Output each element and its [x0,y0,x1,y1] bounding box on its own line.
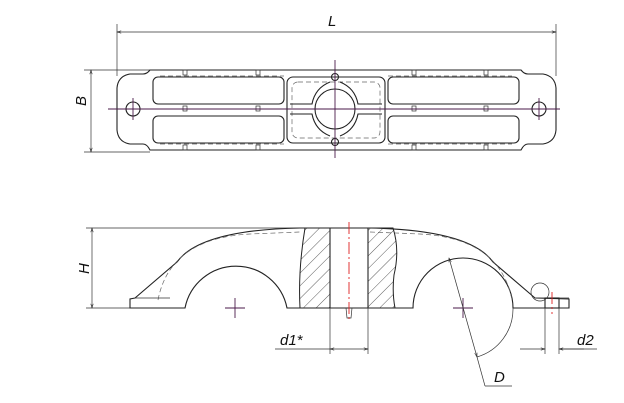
pad-left-upper [152,76,285,105]
pad-left-lower [152,115,285,144]
top-view: L B [73,13,560,158]
label-d2: d2 [577,332,594,349]
dimension-mount-hole: d2 [520,308,597,354]
label-D: D [494,369,505,386]
dimension-width: B [73,70,150,152]
plate-outline [116,69,557,151]
label-B: B [73,96,90,106]
dimension-length: L [117,13,556,76]
pad-right-upper [387,76,520,105]
central-block [286,72,386,147]
section-right [367,227,398,309]
slots [182,69,489,151]
label-H: H [76,263,93,274]
side-view: H D [76,222,597,387]
dimension-diameter: D [448,258,514,387]
body-outline [129,227,570,309]
pad-right-lower [387,115,520,144]
label-L: L [328,13,336,30]
label-d1: d1* [280,332,304,349]
dimension-height: H [76,228,330,308]
section-left [299,227,331,309]
dimension-bore: d1* [275,308,368,354]
